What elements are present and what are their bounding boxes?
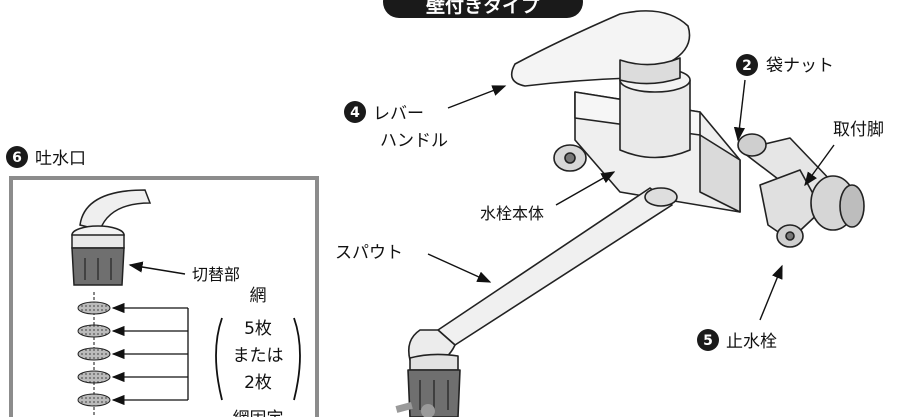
callout-faucet-body: 水栓本体: [480, 171, 616, 223]
mounting-leg-label: 取付脚: [833, 120, 884, 140]
cap-nut-label: 袋ナット: [766, 56, 834, 76]
stop-valve-label: 止水栓: [726, 332, 777, 352]
callout-cap-nut: 2 袋ナット: [733, 54, 834, 142]
mesh-disc: [77, 370, 111, 384]
title-text: 壁付きタイプ: [426, 0, 541, 17]
spout-cap: [407, 369, 461, 417]
spout-label: スパウト: [335, 243, 403, 263]
faucet-illustration: [395, 10, 865, 417]
mesh-note-line4: 2枚: [244, 373, 272, 393]
mesh-disc: [77, 301, 111, 315]
callout-mounting-leg: 取付脚: [804, 120, 884, 187]
mesh-note-line1: 網: [250, 286, 267, 306]
mesh-note-line2: 5枚: [244, 319, 272, 339]
water-dots: [395, 402, 435, 417]
mesh-stack: [77, 292, 111, 417]
callout-number: 6: [12, 150, 22, 166]
switch-part-label: 切替部: [192, 265, 240, 284]
mesh-disc: [77, 393, 111, 407]
callout-lever-handle: 4 レバー ハンドル: [344, 85, 507, 151]
mesh-note-line3: または: [233, 346, 284, 366]
callout-spout: スパウト: [335, 243, 492, 283]
callout-number: 5: [703, 333, 713, 349]
lever-handle: [510, 10, 691, 87]
lever-label-line1: レバー: [373, 104, 424, 124]
outlet-head: [71, 189, 152, 286]
spout-pipe: [407, 187, 678, 371]
callout-stop-valve: 5 止水栓: [697, 264, 783, 352]
mesh-disc: [77, 324, 111, 338]
mesh-note: 網 5枚 または 2枚 網固定: [215, 286, 301, 417]
callout-number: 2: [742, 58, 752, 74]
outlet-detail: 6 吐水口 切替部: [6, 146, 319, 417]
mesh-note-line5: 網固定: [233, 409, 284, 417]
outlet-label: 吐水口: [35, 149, 86, 169]
faucet-body-label: 水栓本体: [480, 204, 544, 223]
mesh-bracket: [111, 302, 189, 406]
mesh-disc: [77, 347, 111, 361]
lever-label-line2: ハンドル: [380, 131, 448, 151]
title-banner: 壁付きタイプ: [383, 0, 583, 18]
detail-panel-frame: [9, 176, 319, 417]
mounting-leg: [737, 133, 865, 248]
left-valve: [553, 144, 587, 172]
callout-number: 4: [350, 105, 360, 121]
